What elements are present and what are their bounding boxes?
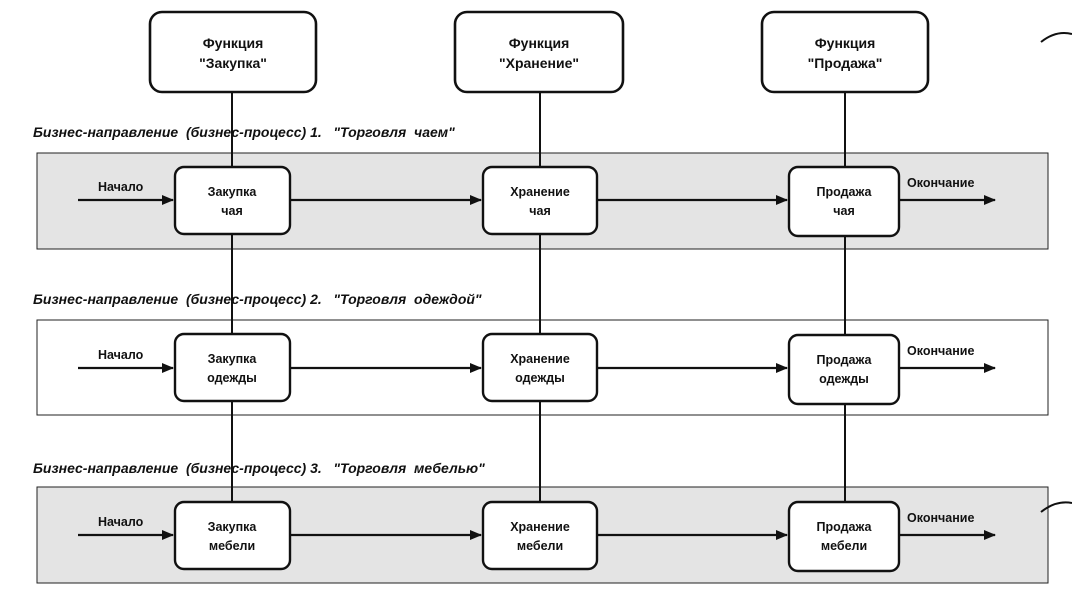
step-label-line1: Продажа: [817, 520, 873, 534]
end-label: Окончание: [907, 344, 974, 358]
step-label-line1: Хранение: [510, 520, 570, 534]
function-label-line1: Функция: [203, 35, 264, 51]
process-step-box: Закупка чая: [173, 165, 292, 236]
step-label-line2: чая: [529, 204, 551, 218]
page-edge-curl-icon: [1040, 501, 1072, 513]
step-label-line2: мебели: [821, 539, 867, 553]
step-label-line2: одежды: [819, 372, 869, 386]
lane-3-title: Бизнес-направление (бизнес-процесс) 3. "…: [33, 460, 485, 476]
step-label-line2: одежды: [207, 371, 257, 385]
process-step-box: Закупка мебели: [173, 500, 292, 571]
step-label-line2: чая: [221, 204, 243, 218]
start-label: Начало: [98, 515, 144, 529]
process-step-box: Хранение чая: [481, 165, 599, 236]
step-label-line1: Закупка: [208, 520, 258, 534]
step-label-line1: Хранение: [510, 352, 570, 366]
step-label-line2: чая: [833, 204, 855, 218]
step-label-line1: Хранение: [510, 185, 570, 199]
function-box-sales: Функция "Продажа": [760, 10, 930, 94]
function-label-line1: Функция: [509, 35, 570, 51]
function-label-line2: "Закупка": [199, 55, 267, 71]
function-label-line2: "Продажа": [808, 55, 883, 71]
step-label-line1: Продажа: [817, 353, 873, 367]
step-label-line1: Закупка: [208, 185, 258, 199]
end-label: Окончание: [907, 511, 974, 525]
function-label-line1: Функция: [815, 35, 876, 51]
process-step-box: Продажа мебели: [787, 500, 901, 573]
start-label: Начало: [98, 348, 144, 362]
function-box-storage: Функция "Хранение": [453, 10, 625, 94]
end-label: Окончание: [907, 176, 974, 190]
lane-1-title: Бизнес-направление (бизнес-процесс) 1. "…: [33, 124, 455, 140]
function-box-purchase: Функция "Закупка": [148, 10, 318, 94]
step-label-line1: Закупка: [208, 352, 258, 366]
step-label-line2: мебели: [209, 539, 255, 553]
process-step-box: Закупка одежды: [173, 332, 292, 403]
function-label-line2: "Хранение": [499, 55, 579, 71]
process-step-box: Продажа одежды: [787, 333, 901, 406]
process-step-box: Хранение одежды: [481, 332, 599, 403]
step-label-line2: мебели: [517, 539, 563, 553]
start-label: Начало: [98, 180, 144, 194]
process-step-box: Хранение мебели: [481, 500, 599, 571]
process-step-box: Продажа чая: [787, 165, 901, 238]
page-edge-curl-icon: [1040, 32, 1072, 43]
step-label-line2: одежды: [515, 371, 565, 385]
step-label-line1: Продажа: [817, 185, 873, 199]
lane-2-title: Бизнес-направление (бизнес-процесс) 2. "…: [33, 291, 482, 307]
